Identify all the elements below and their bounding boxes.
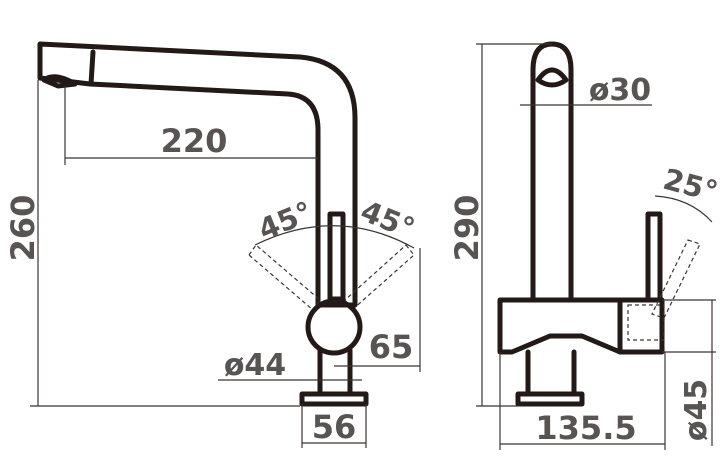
front-lever-left-45 [248, 244, 321, 311]
front-spout-tip-divider [88, 49, 96, 87]
dim-45-label: ø45 [679, 379, 714, 441]
side-neck [525, 349, 577, 397]
dim-65-label: 65 [369, 328, 414, 366]
front-lever [327, 211, 346, 302]
dim-angle-right-label: 45° [356, 194, 420, 246]
dim-25-label: 25° [660, 162, 722, 209]
front-view: 220 260 45° 45° 65 ø44 56 [4, 41, 421, 448]
front-aerator [41, 74, 78, 89]
front-neck [317, 347, 353, 397]
dim-25-arc [654, 195, 713, 223]
dim-220-label: 220 [161, 122, 228, 160]
dim-290-label: 290 [448, 195, 486, 262]
dim-30-label: ø30 [589, 73, 651, 108]
side-lever [645, 211, 663, 303]
dim-135-label: 135.5 [535, 409, 636, 447]
front-spout-outline [37, 41, 358, 308]
side-view: 290 ø30 25° ø45 135.5 [448, 41, 722, 450]
front-angle-arc [254, 225, 415, 249]
side-body [497, 297, 665, 355]
dim-260-label: 260 [4, 195, 42, 262]
side-base [515, 391, 585, 407]
front-body-circle [305, 298, 363, 356]
front-lever-right-45 [344, 244, 415, 311]
dim-angle-left-label: 45° [253, 195, 317, 247]
side-spout-tip [535, 67, 569, 88]
side-lever-25-joint [627, 304, 665, 341]
dim-44-label: ø44 [224, 348, 286, 383]
front-base [299, 391, 369, 407]
dim-56-label: 56 [312, 408, 357, 446]
